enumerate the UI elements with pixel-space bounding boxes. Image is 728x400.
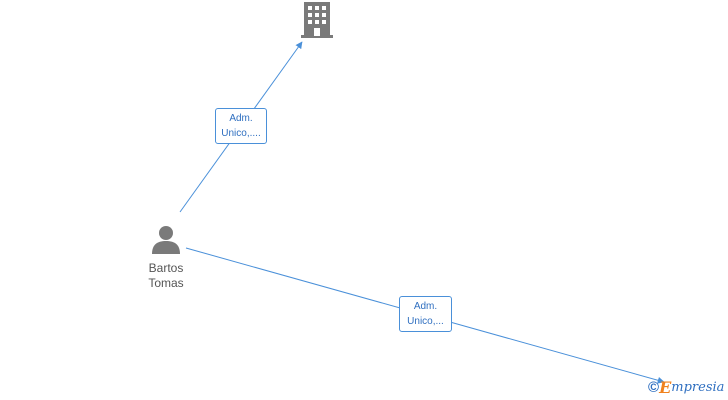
person-name: Bartos Tomas: [140, 261, 192, 291]
empresia-watermark: ©Empresia: [648, 378, 728, 400]
edge-label-top-line2: Unico,....: [221, 128, 261, 139]
copyright-symbol: ©: [648, 379, 660, 396]
brand-name: mpresia: [671, 380, 725, 395]
edge-label-bottom-line2: Unico,...: [407, 316, 444, 327]
person-name-line2: Tomas: [148, 276, 184, 290]
person-name-line1: Bartos: [148, 261, 184, 275]
building-icon: [301, 2, 333, 38]
person-icon: [152, 226, 180, 254]
edge-label-bottom-line1: Adm.: [413, 301, 438, 312]
edge-label-top[interactable]: Adm. Unico,....: [215, 108, 267, 144]
brand-initial: E: [659, 378, 672, 397]
person-node[interactable]: Bartos Tomas: [140, 224, 192, 291]
edge-label-bottom[interactable]: Adm. Unico,...: [399, 296, 452, 332]
edge-label-top-line1: Adm.: [229, 113, 253, 124]
company-node[interactable]: [301, 2, 333, 43]
